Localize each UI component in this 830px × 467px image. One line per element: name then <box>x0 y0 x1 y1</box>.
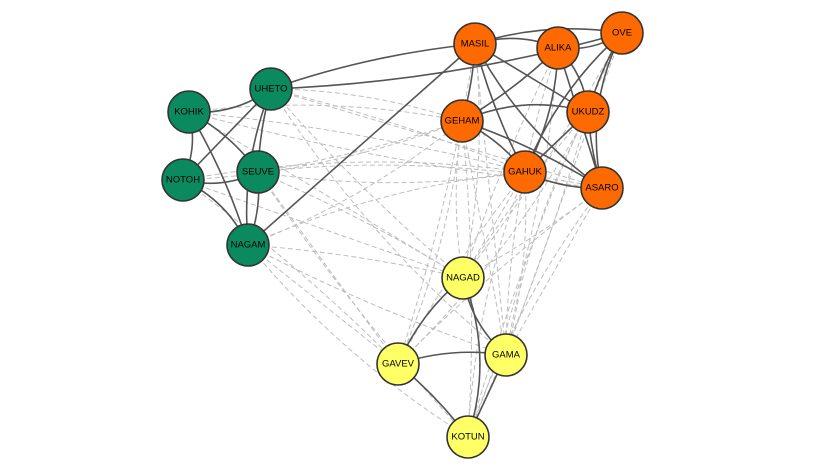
node-circle <box>167 90 211 134</box>
negative-tie-geham-gavev <box>397 120 463 365</box>
node-circle <box>446 415 490 459</box>
negative-tie-asaro-gavev <box>397 187 603 365</box>
node-circle <box>161 158 205 202</box>
node-circle <box>580 166 624 210</box>
node-gavev[interactable]: GAVEV <box>376 342 420 386</box>
node-circle <box>600 11 644 55</box>
node-circle <box>236 150 280 194</box>
negative-tie-uheto-gama <box>270 88 507 356</box>
node-label: KOHIK <box>174 107 204 118</box>
node-label: UKUDZ <box>572 107 605 118</box>
negative-tie-nagam-gavev <box>247 244 399 365</box>
negative-tie-seuve-kotun <box>257 171 469 438</box>
node-asaro[interactable]: ASARO <box>580 166 624 210</box>
negative-tie-ukudz-nagad <box>462 111 589 279</box>
node-circle <box>536 26 580 70</box>
negative-tie-ukudz-gama <box>505 111 589 356</box>
node-circle <box>503 150 547 194</box>
node-seuve[interactable]: SEUVE <box>236 150 280 194</box>
node-ove[interactable]: OVE <box>600 11 644 55</box>
negative-tie-kohik-geham <box>188 104 463 122</box>
negative-tie-masil-gama <box>474 43 507 356</box>
node-label: NAGAM <box>231 240 266 251</box>
negative-tie-masil-gavev <box>397 43 476 365</box>
node-circle <box>440 99 484 143</box>
negative-tie-seuve-geham <box>257 120 463 173</box>
negative-tie-uheto-asaro <box>270 88 603 189</box>
positive-tie-uheto-masil <box>270 43 476 90</box>
node-notoh[interactable]: NOTOH <box>161 158 205 202</box>
node-label: OVE <box>612 28 632 39</box>
node-uheto[interactable]: UHETO <box>249 67 293 111</box>
node-label: GAMA <box>492 350 521 361</box>
negative-tie-kohik-gahuk <box>188 111 526 173</box>
negative-tie-asaro-kotun <box>467 187 603 438</box>
node-circle <box>249 67 293 111</box>
node-circle <box>484 333 528 377</box>
node-circle <box>453 22 497 66</box>
node-label: NAGAD <box>446 273 480 284</box>
negative-ties-layer <box>182 32 623 438</box>
negative-tie-nagam-gahuk <box>247 171 526 246</box>
node-label: KOTUN <box>451 432 484 443</box>
node-kohik[interactable]: KOHIK <box>167 90 211 134</box>
negative-tie-ove-nagad <box>462 32 623 279</box>
negative-tie-notoh-gahuk <box>182 161 526 181</box>
node-nagam[interactable]: NAGAM <box>226 223 270 267</box>
positive-tie-nagam-masil <box>247 43 476 246</box>
negative-tie-seuve-gahuk <box>257 171 526 184</box>
negative-tie-seuve-nagad <box>257 171 464 279</box>
node-label: ASARO <box>585 183 618 194</box>
negative-tie-alika-kotun <box>467 47 559 438</box>
node-label: SEUVE <box>242 167 274 178</box>
node-label: UHETO <box>254 84 287 95</box>
negative-tie-nagam-nagad <box>247 244 464 279</box>
negative-tie-asaro-nagad <box>462 187 603 279</box>
node-masil[interactable]: MASIL <box>453 22 497 66</box>
node-kotun[interactable]: KOTUN <box>446 415 490 459</box>
negative-tie-uheto-gahuk <box>270 88 526 173</box>
negative-tie-uheto-geham <box>270 88 463 122</box>
node-label: GEHAM <box>445 116 480 127</box>
node-gama[interactable]: GAMA <box>484 333 528 377</box>
node-circle <box>566 90 610 134</box>
negative-tie-kohik-asaro <box>188 111 603 189</box>
negative-tie-notoh-nagad <box>182 179 464 279</box>
negative-tie-nagam-kotun <box>247 244 469 438</box>
negative-tie-nagam-gama <box>247 244 507 356</box>
negative-tie-asaro-gama <box>505 187 603 356</box>
node-circle <box>226 223 270 267</box>
negative-tie-alika-nagad <box>462 47 559 279</box>
nodes-layer: MASIL ALIKA OVE GEHAM UKUDZ GAHUK ASARO KOHIK UH… <box>161 11 644 459</box>
node-label: GAHUK <box>508 167 542 178</box>
node-alika[interactable]: ALIKA <box>536 26 580 70</box>
node-label: NOTOH <box>166 175 200 186</box>
node-ukudz[interactable]: UKUDZ <box>566 90 610 134</box>
node-label: GAVEV <box>382 359 415 370</box>
negative-tie-gahuk-kotun <box>467 171 526 438</box>
negative-tie-geham-gama <box>461 120 507 356</box>
node-circle <box>441 256 485 300</box>
node-gahuk[interactable]: GAHUK <box>503 150 547 194</box>
node-label: MASIL <box>461 39 490 50</box>
negative-tie-nagam-geham <box>247 120 463 246</box>
negative-tie-notoh-gavev <box>182 179 399 365</box>
negative-tie-kohik-nagad <box>188 111 464 279</box>
negative-tie-geham-kotun <box>461 120 473 438</box>
negative-tie-notoh-geham <box>182 120 463 181</box>
node-nagad[interactable]: NAGAD <box>441 256 485 300</box>
node-label: ALIKA <box>545 43 573 54</box>
node-geham[interactable]: GEHAM <box>440 99 484 143</box>
node-circle <box>376 342 420 386</box>
